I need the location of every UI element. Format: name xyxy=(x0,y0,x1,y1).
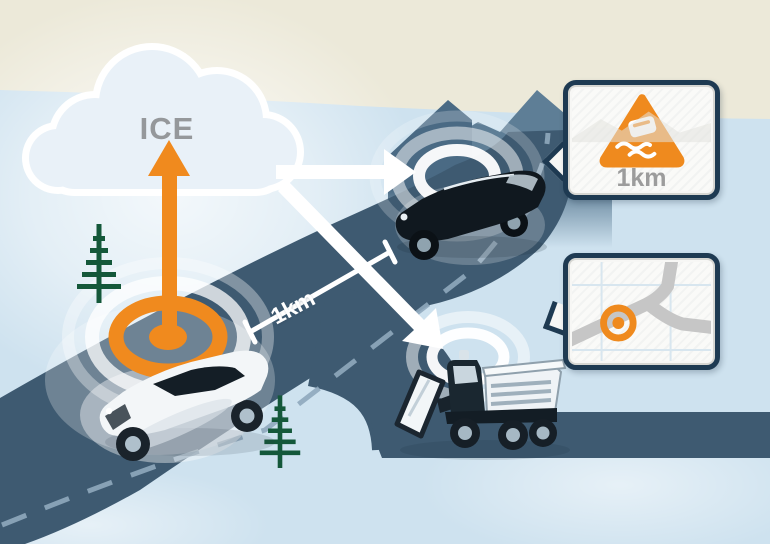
broadcast-arrow-to-black-car xyxy=(276,149,416,195)
pine-tree xyxy=(77,224,121,303)
plow-blade xyxy=(394,369,446,439)
map-with-target-icon xyxy=(572,262,711,361)
white-car xyxy=(99,350,275,461)
white-car-glass xyxy=(153,366,245,396)
warning-distance-label: 1km xyxy=(616,164,667,191)
orange-dot xyxy=(149,324,187,350)
snowplow-truck xyxy=(394,350,570,460)
target-marker xyxy=(600,304,637,342)
warning-bubble: 1km xyxy=(563,80,720,200)
broadcast-arrow-to-snowplow xyxy=(278,181,443,349)
upload-arrow xyxy=(148,140,190,350)
map-bubble xyxy=(563,253,720,370)
pine-tree xyxy=(259,395,301,468)
cloud-label: ICE xyxy=(139,111,195,146)
black-car xyxy=(395,170,547,260)
faint-mountains-decor xyxy=(572,111,711,143)
